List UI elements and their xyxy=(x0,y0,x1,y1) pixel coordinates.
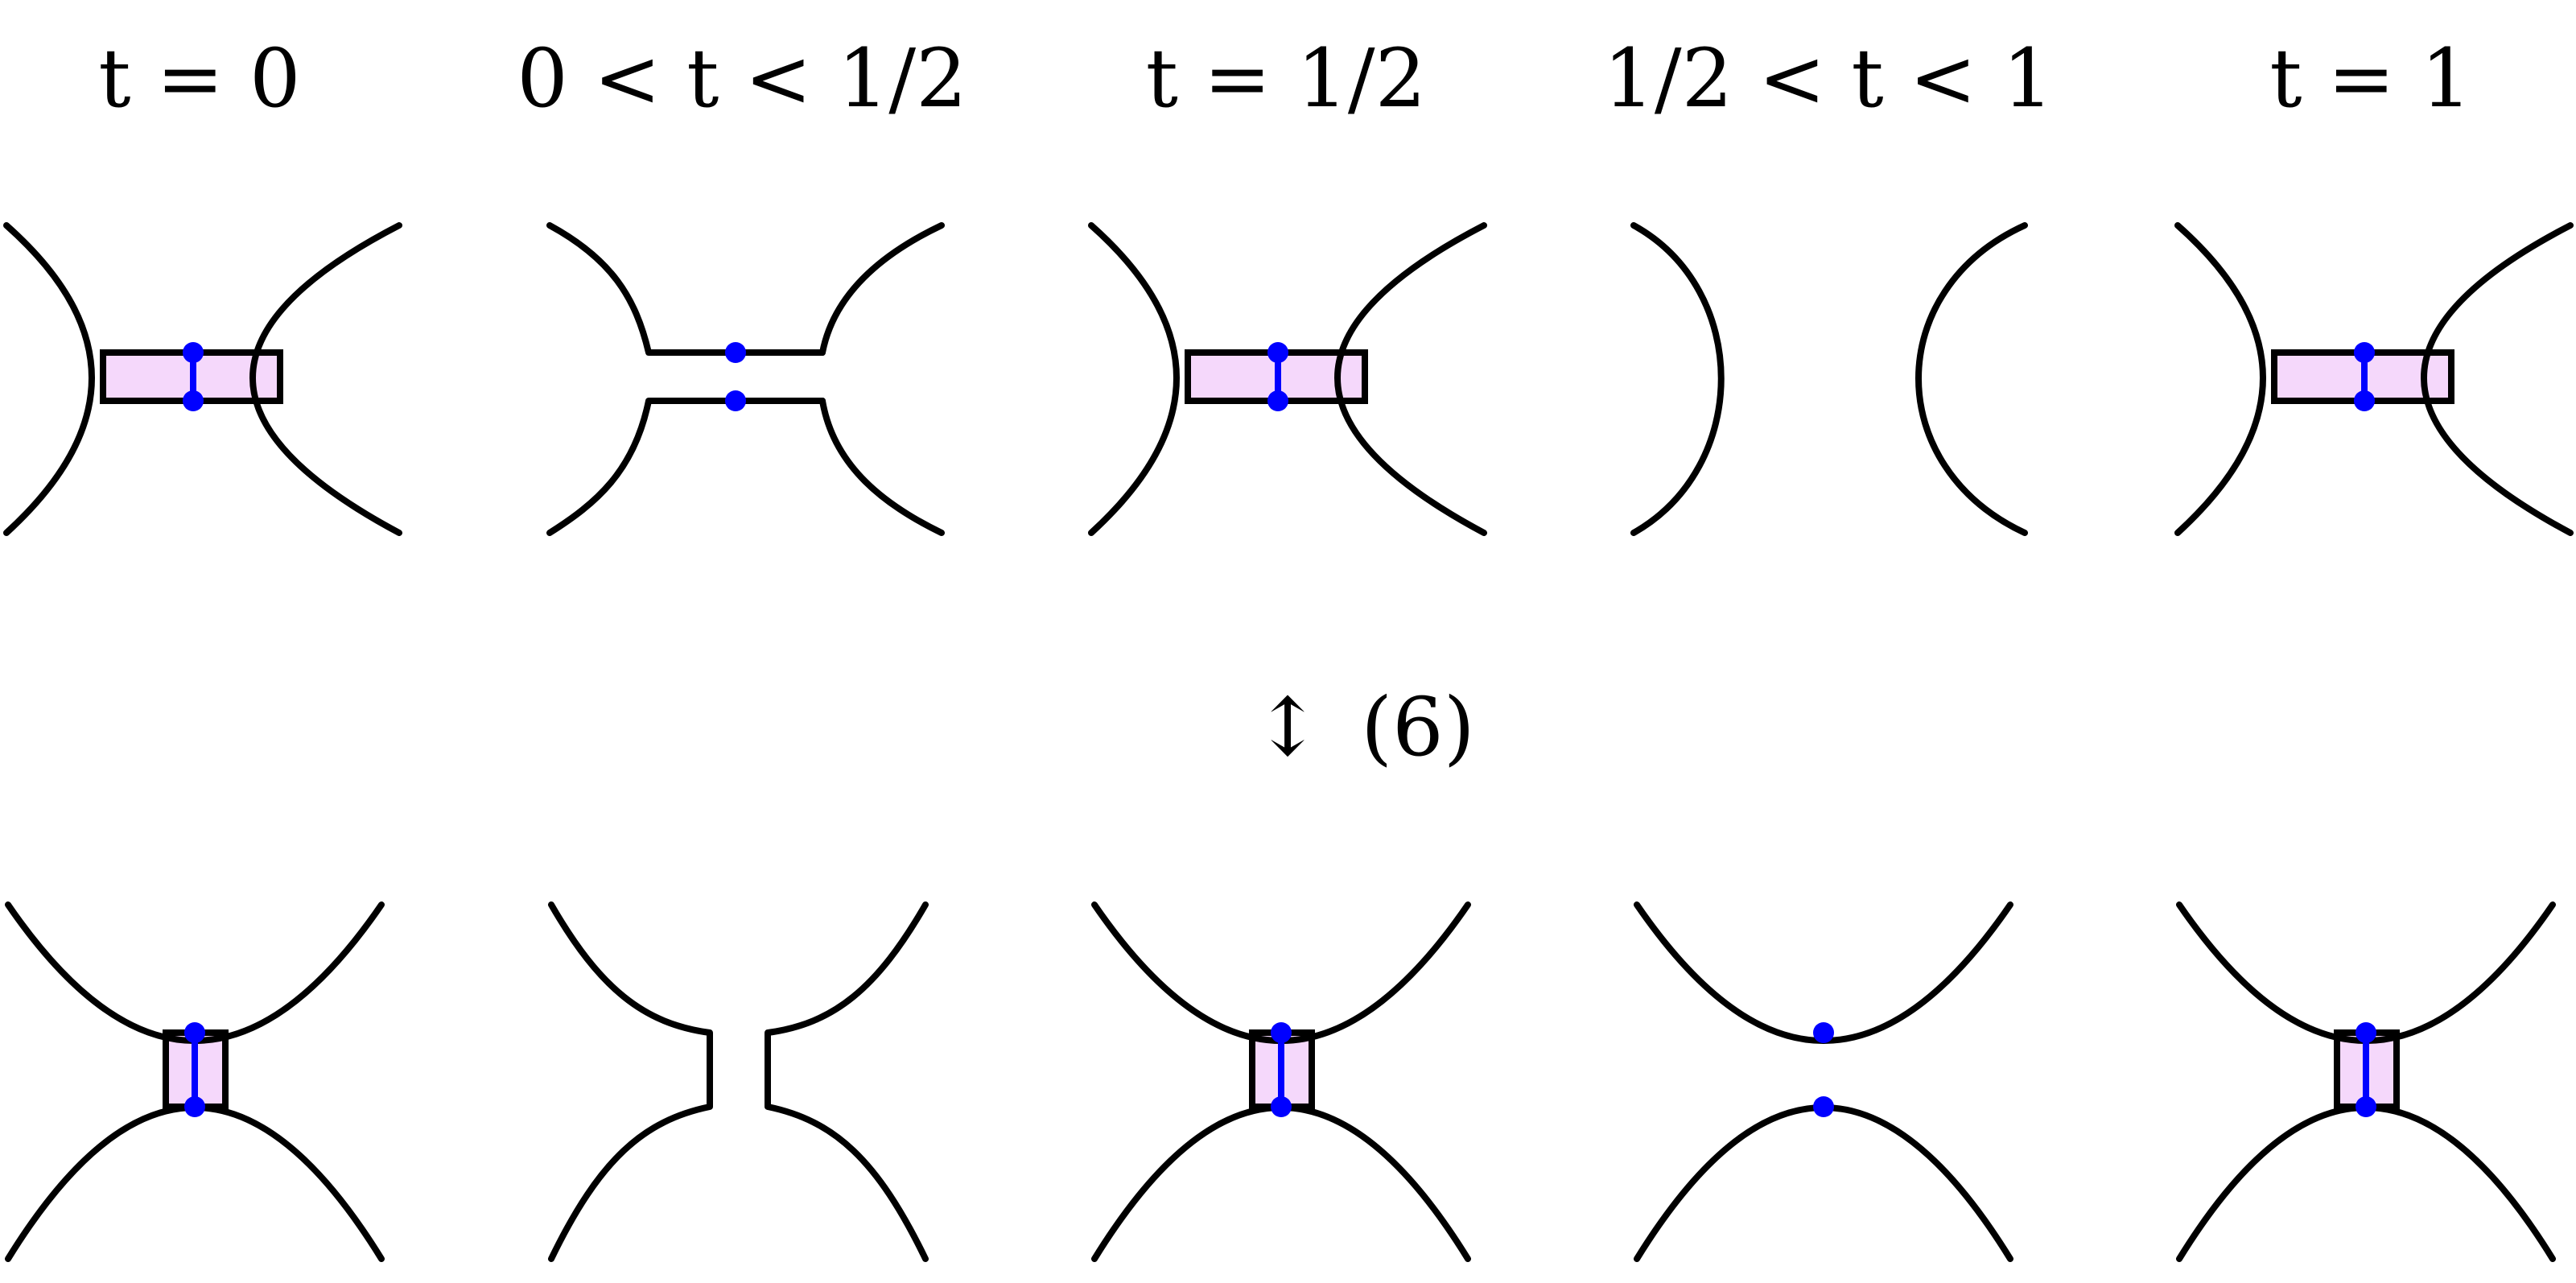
upper-arc xyxy=(5,901,385,1044)
left-arc xyxy=(2174,222,2266,536)
lower-arc xyxy=(2176,1104,2556,1262)
left-arc xyxy=(548,901,713,1262)
top-panel-3 xyxy=(1088,222,1487,536)
vertex-top xyxy=(2354,342,2375,363)
top-panel-1 xyxy=(3,222,402,536)
lower-arc xyxy=(1634,1104,2013,1262)
vertex-bottom xyxy=(1813,1096,1834,1117)
vertex-top xyxy=(1267,342,1288,363)
top-panel-2 xyxy=(546,222,945,536)
right-arc xyxy=(765,901,929,1262)
vertex-top xyxy=(184,1022,205,1043)
vertex-top xyxy=(183,342,204,363)
upper-right-arc xyxy=(819,222,945,356)
vertex-top xyxy=(725,342,746,363)
lower-arc xyxy=(1091,1104,1471,1262)
lower-right-arc xyxy=(819,398,945,536)
transition-marker: ↕ (6) xyxy=(1254,680,1475,774)
upper-arc xyxy=(1634,901,2013,1044)
vertex-bottom xyxy=(725,390,746,411)
bottom-panel-3 xyxy=(1091,901,1471,1262)
vertex-bottom xyxy=(184,1096,205,1117)
lower-left-arc xyxy=(546,398,826,536)
top-panel-5 xyxy=(2174,222,2574,536)
upper-arc xyxy=(1091,901,1471,1044)
stage-label-4: 1/2 < t < 1 xyxy=(1603,31,2053,126)
left-arc xyxy=(3,222,95,536)
left-arc xyxy=(1630,222,1725,536)
top-panel-4 xyxy=(1630,222,2028,536)
bottom-panel-1 xyxy=(5,901,385,1262)
bottom-panel-4 xyxy=(1634,901,2013,1262)
upper-left-arc xyxy=(546,222,826,356)
right-arc xyxy=(1915,222,2028,536)
transition-label: (6) xyxy=(1361,680,1475,774)
vertex-bottom xyxy=(2355,1096,2376,1117)
left-arc xyxy=(1088,222,1180,536)
stage-label-2: 0 < t < 1/2 xyxy=(517,31,967,126)
right-arc xyxy=(2421,222,2574,536)
vertex-top xyxy=(2355,1022,2376,1043)
right-arc xyxy=(1334,222,1487,536)
bottom-panel-5 xyxy=(2176,901,2556,1262)
lower-arc xyxy=(5,1104,385,1262)
vertex-bottom xyxy=(1267,390,1288,411)
up-down-arrow-icon: ↕ xyxy=(1254,680,1321,774)
vertex-bottom xyxy=(183,390,204,411)
bottom-panel-2 xyxy=(548,901,929,1262)
vertex-bottom xyxy=(2354,390,2375,411)
right-arc xyxy=(249,222,402,536)
vertex-top xyxy=(1813,1022,1834,1043)
vertex-bottom xyxy=(1271,1096,1292,1117)
stage-label-3: t = 1/2 xyxy=(1146,31,1427,126)
vertex-top xyxy=(1271,1022,1292,1043)
stage-labels: t = 0 0 < t < 1/2 t = 1/2 1/2 < t < 1 t … xyxy=(98,31,2471,126)
upper-arc xyxy=(2176,901,2556,1044)
stage-label-5: t = 1 xyxy=(2269,31,2471,126)
stage-label-1: t = 0 xyxy=(98,31,300,126)
